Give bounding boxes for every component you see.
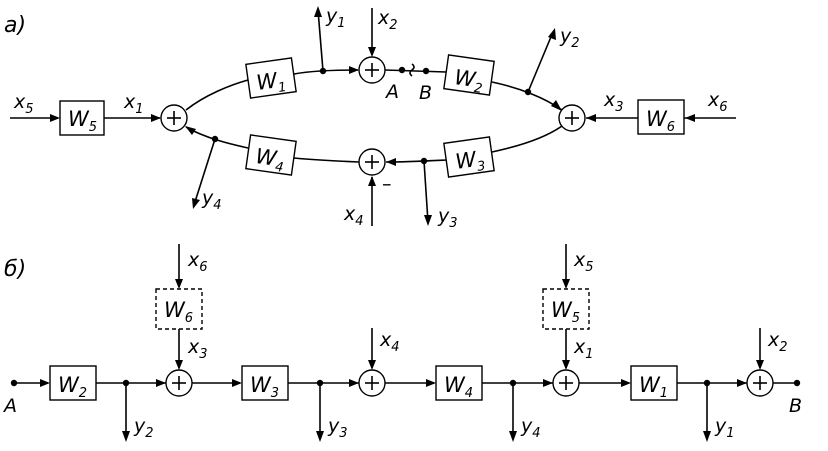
block-w5-label: W5 <box>551 298 580 326</box>
label-point-a: A <box>384 81 399 103</box>
arrowhead <box>192 198 200 209</box>
label-point-b: B <box>789 395 802 417</box>
block-w4 <box>245 134 297 176</box>
label-x6: x6 <box>707 89 728 115</box>
block-w1-label: W1 <box>255 67 288 99</box>
label-x2: x2 <box>377 7 398 33</box>
arrowhead <box>232 379 242 387</box>
arrowhead <box>40 379 50 387</box>
block-w5-label: W5 <box>68 107 97 135</box>
block-w2 <box>443 54 495 96</box>
y4-output-line <box>193 138 216 206</box>
arrowhead <box>543 379 553 387</box>
label-y3: y3 <box>437 205 458 231</box>
label-x1: x1 <box>123 91 144 117</box>
loop-break-line <box>384 69 447 73</box>
block-w4 <box>435 365 483 401</box>
label-point-b: B <box>419 82 432 104</box>
label-y2: y2 <box>559 25 580 51</box>
label-y1: y1 <box>325 5 346 31</box>
part-b: б) A W2 y2 x6 W6 x3 W3 y3 <box>2 244 802 442</box>
block-w3 <box>443 136 495 178</box>
block-w6-label: W6 <box>164 298 193 326</box>
label-x3: x3 <box>603 89 624 115</box>
right-sum-to-w3-line <box>491 125 563 153</box>
label-y1: y1 <box>714 415 735 441</box>
arrowhead <box>122 431 130 442</box>
label-y4: y4 <box>201 187 222 213</box>
block-w6-label: W6 <box>646 107 675 135</box>
arrowhead <box>314 6 322 17</box>
label-x4: x4 <box>379 329 400 355</box>
block-w3-label: W3 <box>250 373 279 401</box>
block-w2 <box>49 365 97 401</box>
label-y4: y4 <box>520 415 541 441</box>
block-w4-label: W4 <box>254 144 287 176</box>
arrowhead <box>349 66 359 74</box>
arrowhead <box>349 379 359 387</box>
arrowhead <box>426 379 436 387</box>
arrowhead <box>586 114 596 122</box>
block-w3-label: W3 <box>454 146 487 178</box>
part-a: а) x5 W5 x1 W1 y1 x2 A B <box>4 5 736 231</box>
label-x3: x3 <box>187 336 208 362</box>
arrowhead <box>368 176 376 186</box>
y1-output-line <box>317 9 324 72</box>
point-b-dot <box>793 379 801 387</box>
block-w1-label: W1 <box>639 373 668 401</box>
arrowhead <box>386 158 396 166</box>
arrowhead <box>562 360 570 370</box>
arrowhead <box>151 114 161 122</box>
arrowhead <box>424 215 432 226</box>
label-x1: x1 <box>573 336 594 362</box>
label-x5: x5 <box>13 91 34 117</box>
arrowhead <box>509 431 517 442</box>
block-w3 <box>241 365 289 401</box>
arrowhead <box>50 114 60 122</box>
arrowhead <box>703 431 711 442</box>
block-w2-label: W2 <box>58 373 87 401</box>
y2-output-line <box>527 31 554 93</box>
label-y3: y3 <box>327 415 348 441</box>
point-a-dot <box>398 66 406 74</box>
block-w2-label: W2 <box>452 65 485 97</box>
arrowhead <box>551 100 562 111</box>
part-a-letter: а) <box>4 13 26 38</box>
arrowhead <box>156 379 166 387</box>
arrowhead <box>368 47 376 57</box>
label-point-a: A <box>2 395 17 417</box>
y3-output-line <box>423 160 429 223</box>
label-x5: x5 <box>573 249 594 275</box>
label-x4: x4 <box>343 203 364 229</box>
arrowhead <box>737 379 747 387</box>
label-x6: x6 <box>187 249 208 275</box>
label-x2: x2 <box>767 329 788 355</box>
label-y2: y2 <box>133 415 154 441</box>
point-b-dot <box>422 67 430 75</box>
arrowhead <box>685 114 695 122</box>
break-mark <box>409 63 415 77</box>
bottom-sum-to-w4-line <box>293 157 360 163</box>
arrowhead <box>316 431 324 442</box>
block-w1 <box>245 57 297 99</box>
arrowhead <box>185 126 196 135</box>
part-b-letter: б) <box>4 257 26 282</box>
arrowhead <box>175 360 183 370</box>
arrowhead <box>368 360 376 370</box>
minus-sign: – <box>382 173 392 195</box>
arrowhead <box>621 379 631 387</box>
arrowhead <box>562 279 570 289</box>
arrowhead <box>548 28 556 40</box>
block-w4-label: W4 <box>444 373 473 401</box>
block-w1 <box>630 365 678 401</box>
upper-left-curve <box>185 79 249 111</box>
arrowhead <box>175 279 183 289</box>
arrowhead <box>756 360 764 370</box>
block-w6 <box>637 99 685 135</box>
